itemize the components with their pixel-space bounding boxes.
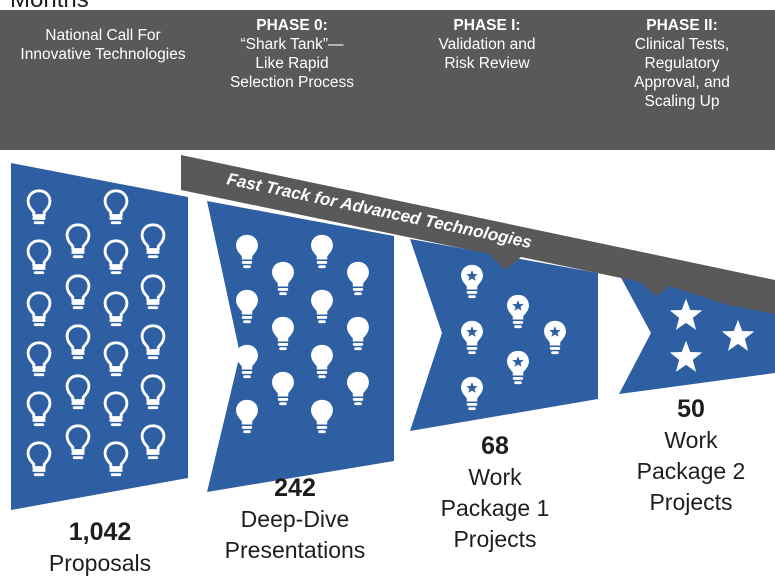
phase-description: Validation and Risk Review: [438, 36, 536, 72]
phase-header-band: [0, 10, 775, 150]
stage-count: 1,042: [68, 518, 132, 546]
stage-metric-deep-dive: 242 Deep-Dive Presentations: [205, 472, 385, 566]
stage-metric-proposals: 1,042 Proposals: [30, 516, 170, 579]
phase-column-phase-2: PHASE II: Clinical Tests, Regulatory App…: [597, 16, 767, 111]
stage-count: 50: [677, 395, 705, 423]
stage-metric-work-package-1: 68 Work Package 1 Projects: [420, 430, 570, 555]
stage-label: Work Package 2 Projects: [636, 427, 746, 515]
phase-column-phase-1: PHASE I: Validation and Risk Review: [402, 16, 572, 73]
stage-block-deep-dive: [207, 201, 394, 492]
phase-title: PHASE 0:: [256, 17, 328, 34]
stage-label: Deep-Dive Presentations: [224, 506, 366, 563]
stage-block-proposals: [11, 163, 188, 510]
phase-column-phase-0: PHASE 0: “Shark Tank”— Like Rapid Select…: [207, 16, 377, 92]
stage-count: 242: [274, 474, 316, 502]
stage-block-work-package-1: [410, 239, 598, 431]
phase-description: “Shark Tank”— Like Rapid Selection Proce…: [229, 36, 355, 91]
stage-count: 68: [481, 432, 509, 460]
stage-label: Proposals: [48, 550, 152, 576]
stage-metric-work-package-2: 50 Work Package 2 Projects: [616, 393, 766, 518]
stage-label: Work Package 1 Projects: [440, 464, 550, 552]
phase-column-national-call: National Call For Innovative Technologie…: [18, 26, 188, 64]
fast-track-bar: [181, 155, 775, 314]
phase-title: PHASE I:: [453, 17, 521, 34]
phase-description: National Call For Innovative Technologie…: [20, 27, 186, 63]
cut-off-title: Months: [10, 0, 89, 14]
phase-description: Clinical Tests, Regulatory Approval, and…: [634, 36, 730, 110]
phase-title: PHASE II:: [646, 17, 718, 34]
